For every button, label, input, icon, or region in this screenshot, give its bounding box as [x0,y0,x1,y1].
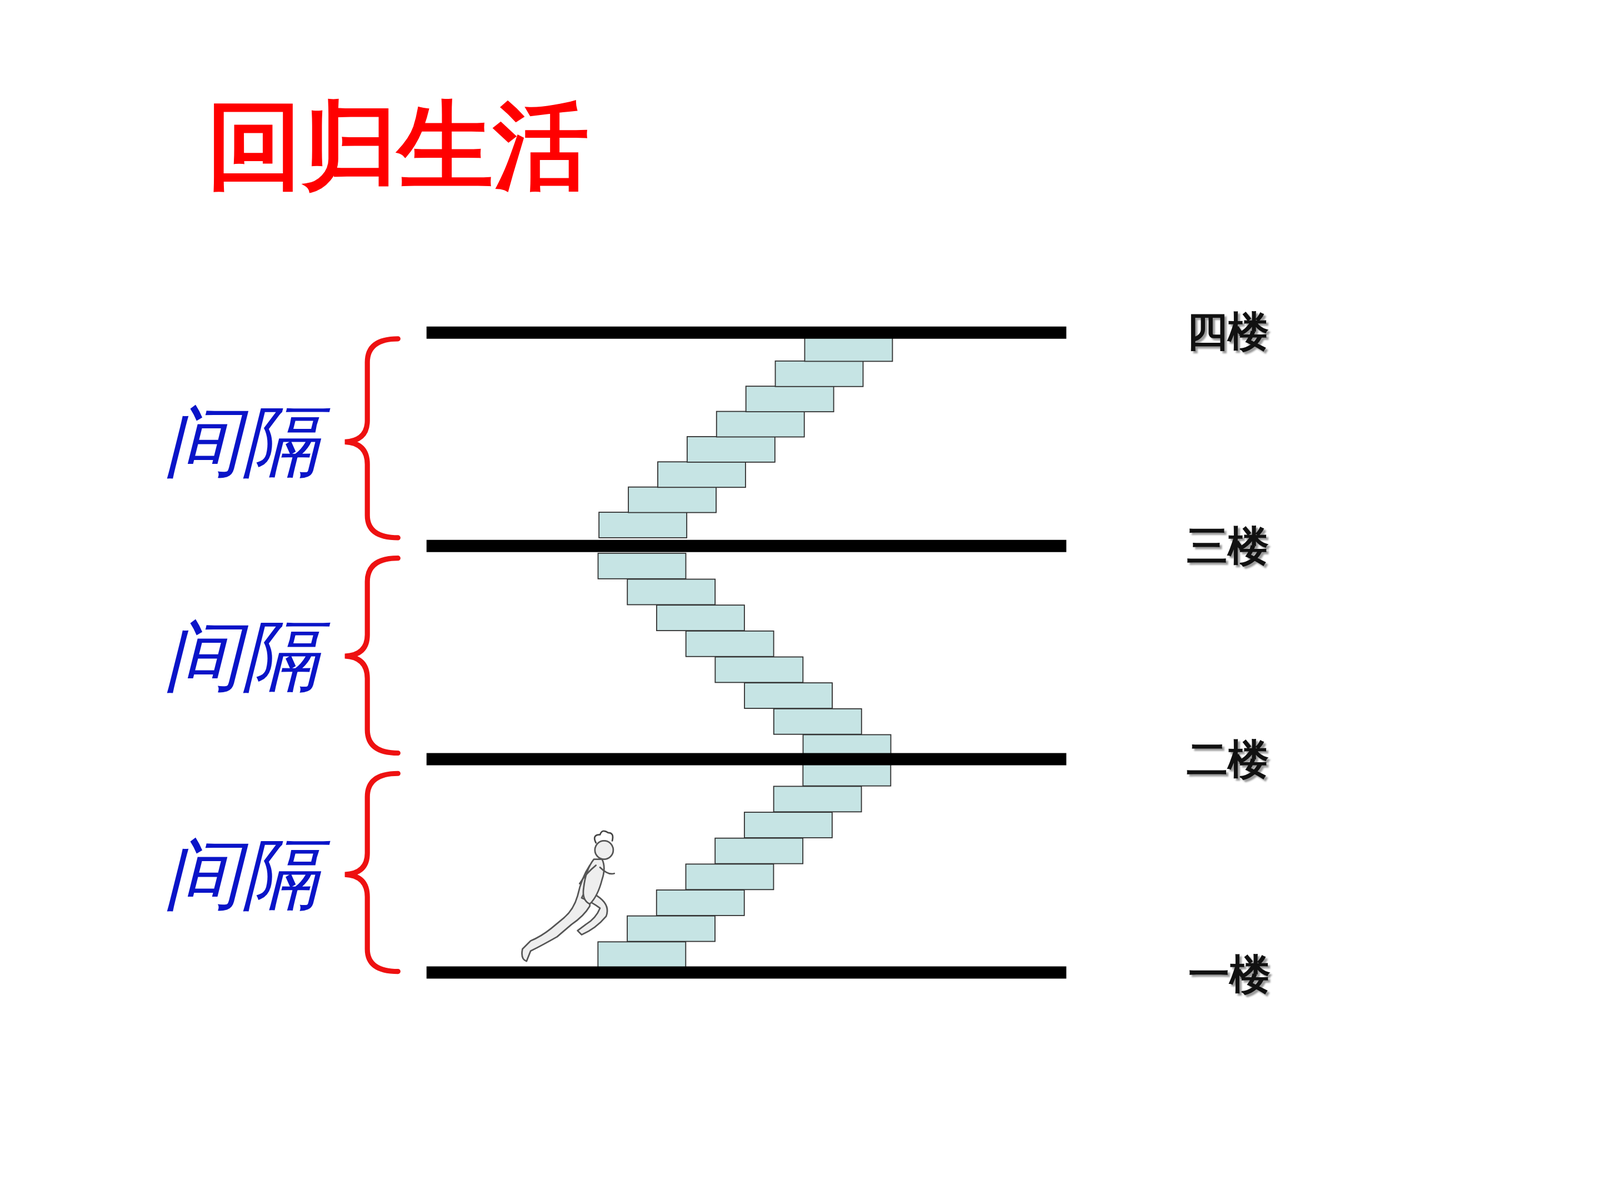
interval-label: 间隔 [163,398,320,485]
floor-label: 四楼 [1186,308,1269,354]
stair-step [598,553,687,579]
floor-line [426,326,1067,339]
floor-line [426,540,1067,553]
runner-leg [521,865,590,962]
stair-step [744,682,833,709]
brace [345,338,399,538]
stair-step [598,512,687,538]
floor-label: 三楼 [1186,523,1269,569]
stair-step [775,361,864,387]
floor-line [426,966,1067,979]
stair-step [773,786,862,812]
floor-line [426,753,1067,766]
brace [345,773,399,972]
stair-step [746,386,834,412]
stair-step [715,656,803,683]
stair-step [627,916,715,942]
stair-step [656,890,745,916]
floor-lines [426,332,1067,973]
floor-label: 一楼 [1188,951,1271,997]
stair-step [657,461,746,488]
braces [345,338,399,972]
stair-step [716,411,805,438]
slide-title: 回归生活 [206,93,589,199]
stair-step [715,838,803,864]
runner-head [595,840,614,859]
stair-step [628,487,717,513]
stair-step [627,579,715,605]
stair-step [744,812,833,838]
interval-label: 间隔 [163,831,320,918]
stair-steps [597,335,893,968]
interval-label: 间隔 [163,613,320,699]
stair-step [597,941,686,968]
stair-step [687,436,775,463]
floor-label: 二楼 [1186,736,1269,782]
stair-step [686,631,774,657]
runner-hair [594,831,613,843]
runner-arm [579,865,614,884]
runner-body [583,859,604,905]
stair-step [656,605,745,631]
runner-figure [521,831,614,962]
brace [345,558,399,754]
stair-step [773,708,862,735]
stair-step [804,335,893,362]
stair-step [685,863,774,890]
